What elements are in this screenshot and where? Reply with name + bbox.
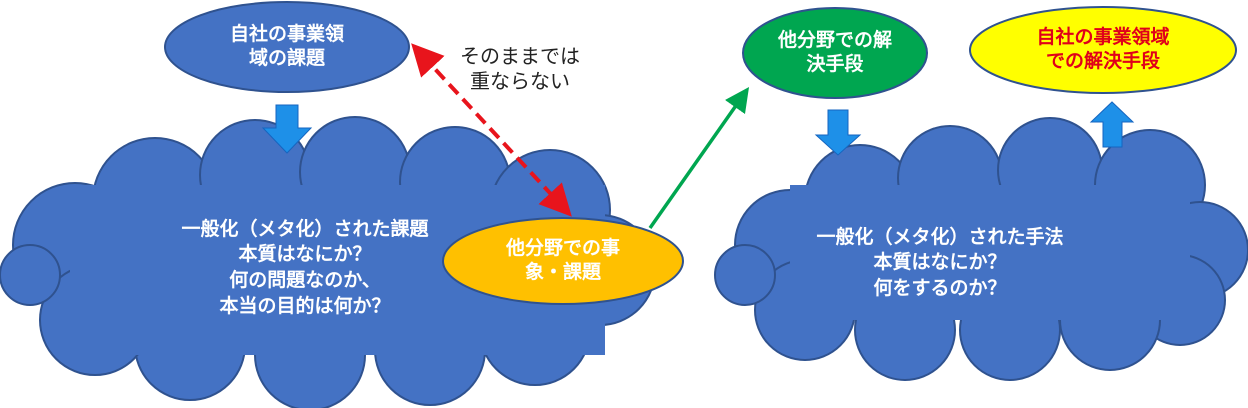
right-cloud-label: 一般化（メタ化）された手法 本質はなにか？ 何をするのか？ xyxy=(800,218,1080,308)
other-solution-line2: 決手段 xyxy=(806,53,864,75)
left-cloud-label: 一般化（メタ化）された課題 本質はなにか？ 何の問題なのか、 本当の目的は何か？ xyxy=(140,208,470,328)
down-arrow-right xyxy=(814,109,862,156)
left-cloud-line3: 何の問題なのか、 xyxy=(229,269,381,291)
left-cloud-line4: 本当の目的は何か？ xyxy=(219,294,391,317)
other-event-line2: 象・課題 xyxy=(524,261,601,283)
node-own-solution xyxy=(969,6,1237,94)
other-solution-label: 他分野での解 決手段 xyxy=(755,18,915,88)
right-cloud-line2: 本質はなにか？ xyxy=(873,251,1007,274)
annotation-label: そのままでは 重ならない xyxy=(440,38,600,100)
own-solution-line2: での解決手段 xyxy=(1045,50,1160,72)
right-cloud-line1: 一般化（メタ化）された手法 xyxy=(816,225,1064,248)
up-arrow-right xyxy=(1089,101,1135,148)
down-arrow-left xyxy=(261,104,313,154)
own-solution-line1: 自社の事業領域 xyxy=(1036,26,1170,49)
own-issue-label: 自社の事業領 域の課題 xyxy=(187,10,387,84)
node-own-issue xyxy=(164,1,410,93)
node-other-solution xyxy=(742,7,928,99)
other-event-label: 他分野での事 象・課題 xyxy=(475,226,651,296)
node-other-event xyxy=(442,217,684,305)
green-arrow xyxy=(648,86,750,230)
own-issue-line2: 域の課題 xyxy=(248,47,325,69)
own-issue-line1: 自社の事業領 xyxy=(229,23,344,46)
left-cloud-line2: 本質はなにか？ xyxy=(238,243,372,266)
left-cloud-line1: 一般化（メタ化）された課題 xyxy=(181,217,429,240)
other-event-line1: 他分野での事 xyxy=(505,237,620,260)
annotation-line1: そのままでは xyxy=(460,44,580,68)
other-solution-line1: 他分野での解 xyxy=(777,29,892,52)
right-cloud-line3: 何をするのか？ xyxy=(873,276,1007,299)
red-dashed-arrow xyxy=(411,43,572,217)
own-solution-label: 自社の事業領域 での解決手段 xyxy=(993,16,1213,84)
annotation-line2: 重ならない xyxy=(470,69,570,93)
